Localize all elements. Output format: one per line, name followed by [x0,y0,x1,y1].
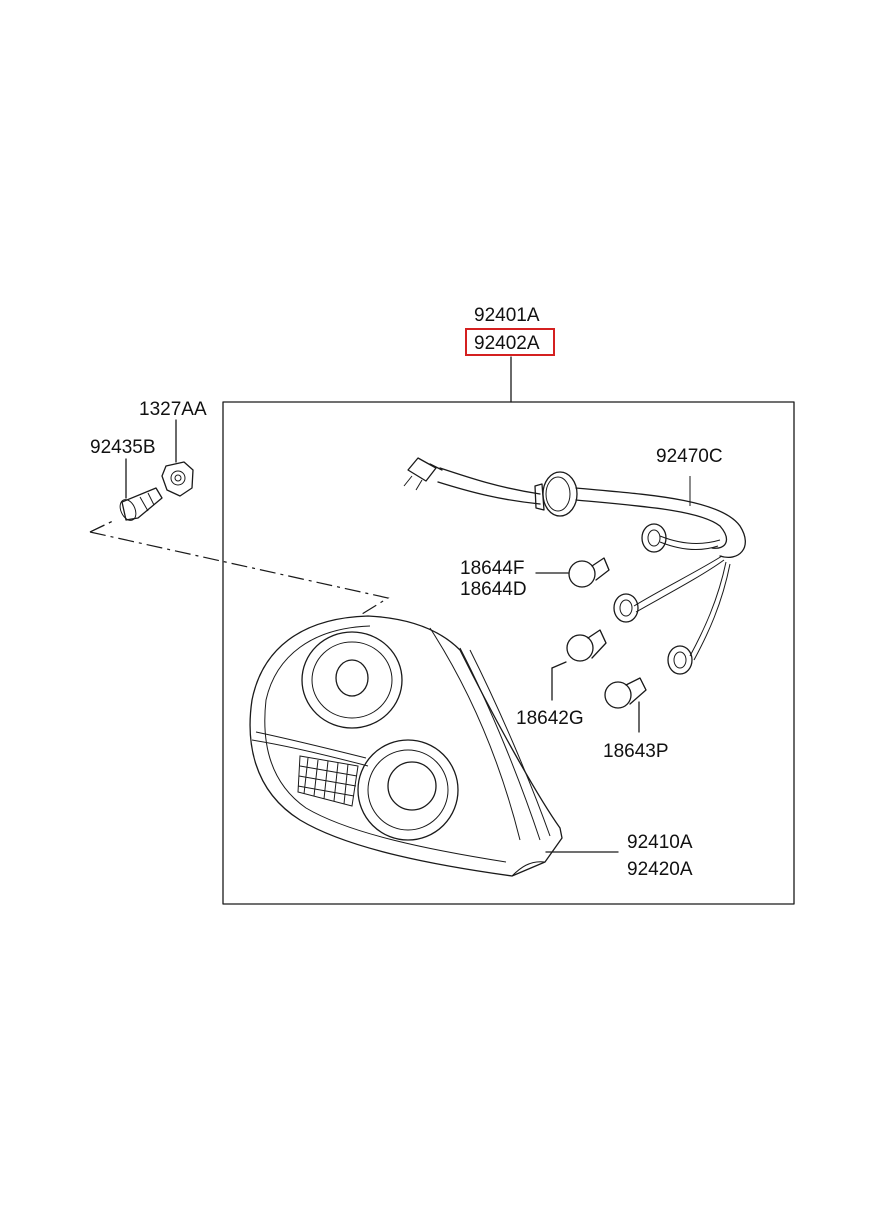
label-18642G[interactable]: 18642G [516,708,584,729]
wiring-harness [403,457,746,675]
label-92435B[interactable]: 92435B [90,437,156,458]
tail-lamp-housing [249,615,563,877]
label-18644D[interactable]: 18644D [460,579,527,600]
label-18643P[interactable]: 18643P [603,741,669,762]
label-92401A[interactable]: 92401A [474,305,540,326]
label-18644F[interactable]: 18644F [460,558,524,579]
label-1327AA[interactable]: 1327AA [139,399,207,420]
bulb-18642G [551,629,607,701]
label-92420A[interactable]: 92420A [627,859,693,880]
bulb-18644 [535,557,610,588]
label-92402A[interactable]: 92402A [474,333,540,354]
screw-part [161,419,194,497]
highlight-box [465,328,555,356]
bulb-18643P [604,677,647,733]
label-92410A[interactable]: 92410A [627,832,693,853]
label-92470C[interactable]: 92470C [656,446,723,467]
assembly-frame [222,401,795,905]
nut-part [119,458,163,521]
